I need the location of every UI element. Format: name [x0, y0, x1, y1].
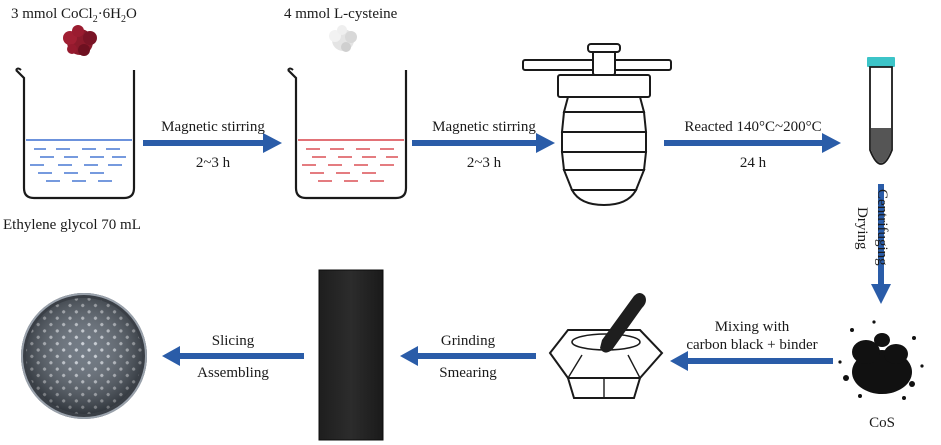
arrow-step2: [412, 133, 555, 153]
autoclave-icon: [522, 43, 672, 207]
arrow-step1: [143, 133, 282, 153]
cysteine-powder-icon: [329, 25, 357, 52]
cysteine-label: 4 mmol L-cysteine: [284, 6, 398, 22]
cos-powder-icon: [838, 320, 924, 400]
step7-bottom-label: Assembling: [197, 365, 269, 381]
step4-right-label: Centrifuging: [874, 189, 890, 266]
beaker-red-icon: [287, 67, 408, 200]
step3-bottom-label: 24 h: [739, 155, 767, 171]
step1-top-label: Magnetic stirring: [161, 119, 265, 135]
arrow-step7: [162, 346, 304, 366]
electrode-sheet-icon: [318, 269, 384, 441]
arrow-step5: [670, 351, 833, 371]
cocl2-powder-icon: [63, 25, 97, 56]
cocl2-label: 3 mmol CoCl2·6H2O: [11, 6, 137, 25]
step6-top-label: Grinding: [440, 333, 496, 349]
step2-top-label: Magnetic stirring: [432, 119, 536, 135]
step7-top-label: Slicing: [211, 333, 255, 349]
step6-bottom-label: Smearing: [439, 365, 497, 381]
product-label: CoS: [869, 415, 895, 431]
step1-bottom-label: 2~3 h: [195, 155, 231, 171]
step2-bottom-label: 2~3 h: [466, 155, 502, 171]
solvent-label: Ethylene glycol 70 mL: [3, 217, 141, 233]
mortar-pestle-icon: [548, 293, 664, 399]
step4-left-label: Drying: [854, 207, 870, 250]
step5-top-label: Mixing with: [714, 319, 790, 335]
arrow-step6: [400, 346, 536, 366]
step5-bottom-label: carbon black + binder: [686, 337, 818, 353]
centrifuge-tube-icon: [867, 57, 895, 165]
beaker-blue-icon: [15, 67, 136, 200]
step3-top-label: Reacted 140°C~200°C: [684, 119, 822, 135]
arrow-step3: [664, 133, 841, 153]
arrows: [143, 133, 891, 371]
coin-cell-icon: [21, 293, 147, 419]
arrow-step4: [871, 184, 891, 304]
